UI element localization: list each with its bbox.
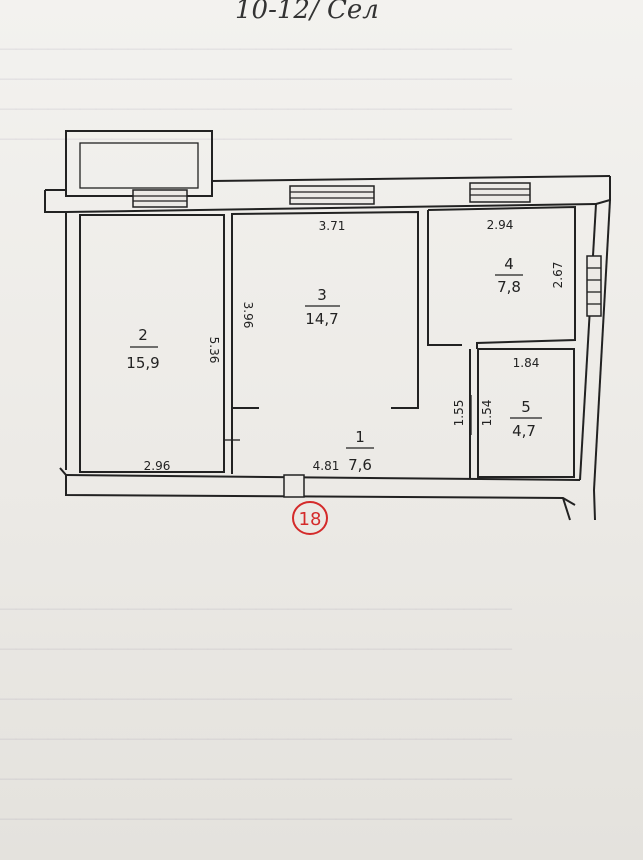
room-1-width: 4.81 [313, 459, 340, 473]
unit-marker: 18 [292, 501, 328, 535]
room-3-width: 3.71 [319, 219, 346, 233]
room-3 [224, 210, 419, 474]
balcony [65, 130, 213, 197]
ghost-line: ———————————————————————————————— [0, 70, 512, 87]
ghost-line: ———————————————————————————————— [0, 690, 512, 707]
ghost-line: ———————————————————————————————— [0, 770, 512, 787]
ghost-line: ———————————————————————————————— [0, 810, 512, 827]
window-room-2 [132, 189, 188, 208]
room-4-height: 2.67 [551, 262, 565, 289]
window-room-4 [469, 182, 531, 203]
room-2-height: 5.36 [207, 337, 221, 364]
room-4-width: 2.94 [487, 218, 514, 232]
window-right-wall [586, 255, 602, 317]
ghost-line: ———————————————————————————————— [0, 40, 512, 57]
room-4-number: 4 [504, 255, 514, 273]
room-2-width: 2.96 [144, 459, 171, 473]
ghost-line: ———————————————————————————————— [0, 730, 512, 747]
room-5-width: 1.84 [513, 356, 540, 370]
entrance-door [283, 474, 305, 498]
room-3-height: 3.96 [241, 302, 255, 329]
room-5-area: 4,7 [512, 422, 536, 440]
room-1-height: 1.55 [452, 400, 466, 427]
room-4-area: 7,8 [497, 278, 521, 296]
room-3-area: 14,7 [305, 310, 338, 328]
outer-walls [44, 175, 611, 521]
room-2-number: 2 [138, 326, 148, 344]
room-2-area: 15,9 [126, 354, 159, 372]
room-3-number: 3 [317, 286, 327, 304]
room-5-number: 5 [521, 398, 531, 416]
ghost-line: ———————————————————————————————— [0, 640, 512, 657]
ghost-line: ———————————————————————————————— [0, 600, 512, 617]
room-2 [79, 214, 225, 473]
room-5-height: 1.54 [480, 400, 494, 427]
handwritten-header: 10-12/ Сел [235, 0, 379, 25]
unit-marker-number: 18 [299, 509, 322, 530]
room-4 [427, 205, 576, 349]
window-room-3 [289, 185, 375, 205]
room-1-number: 1 [355, 428, 365, 446]
ghost-line: ———————————————————————————————— [0, 100, 512, 117]
room-1-area: 7,6 [348, 456, 372, 474]
